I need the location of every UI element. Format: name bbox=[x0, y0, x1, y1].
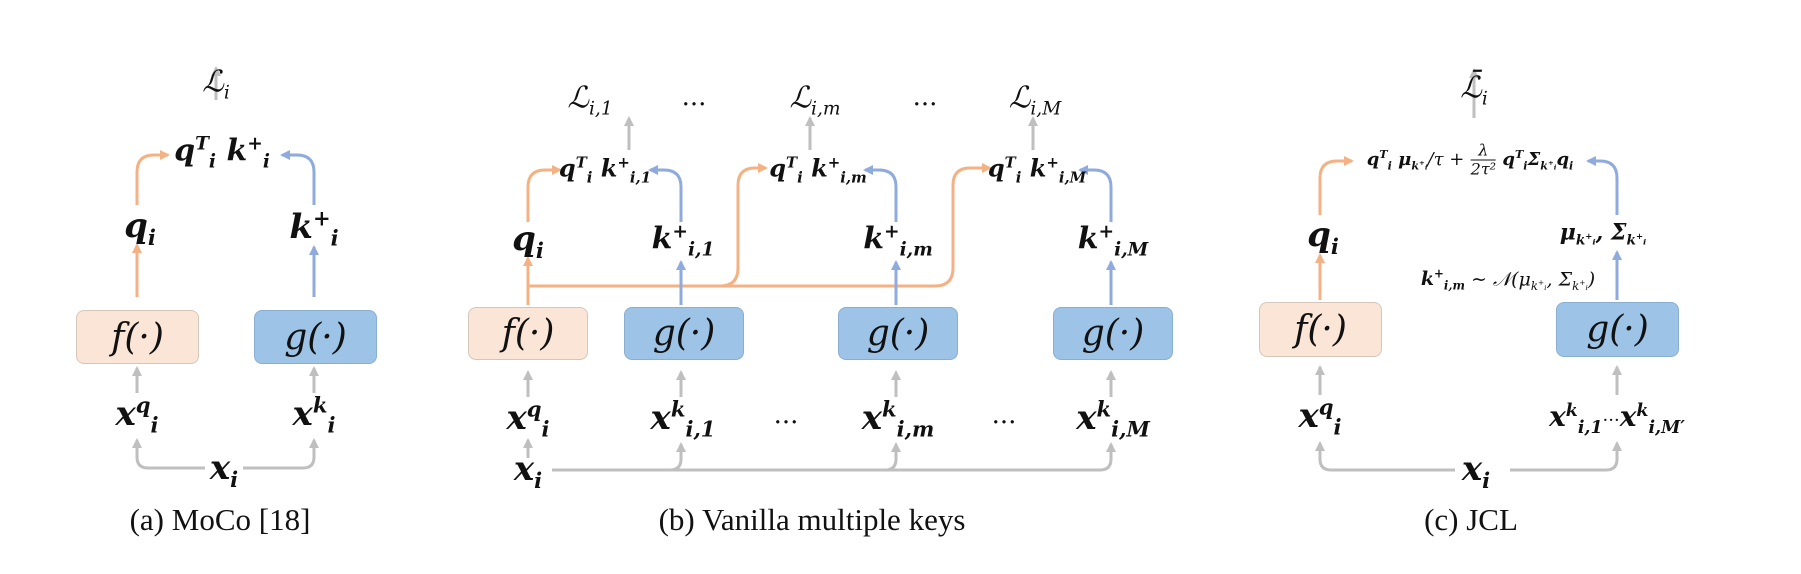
encoder-g-c-label: g(·) bbox=[1586, 309, 1649, 350]
arrow-a-x-to-xk bbox=[243, 438, 319, 470]
xk-b-1: xki,1 bbox=[650, 396, 716, 442]
encoder-g-b-M-label: g(·) bbox=[1081, 313, 1145, 354]
similarity-b-1: qTi k+i,1 bbox=[558, 153, 652, 187]
xk-c: xki,1···xki,M′ bbox=[1549, 400, 1685, 438]
objective-c: qTi μk+ᵢ/τ + λ 2τ² qTiΣk+ᵢqi bbox=[1366, 140, 1574, 179]
x-a: xi bbox=[209, 448, 239, 492]
loss-b-M: ℒi,M bbox=[1008, 80, 1062, 120]
arrow-b-k1-to-prod bbox=[648, 165, 683, 222]
xq-a: xqi bbox=[115, 392, 159, 438]
encoder-g-b-M: g(·) bbox=[1053, 307, 1173, 360]
query-b: qi bbox=[512, 219, 544, 263]
encoder-g-b-m-label: g(·) bbox=[866, 313, 930, 354]
caption-a: (a) MoCo [18] bbox=[129, 502, 311, 537]
arrow-c-x-to-xk bbox=[1510, 441, 1622, 472]
arrow-c-x-to-xq bbox=[1315, 441, 1455, 472]
arrow-b-x-to-xkM bbox=[552, 442, 1116, 472]
loss-b-m: ℒi,m bbox=[789, 80, 841, 120]
key-b-M: k+i,M bbox=[1077, 221, 1149, 261]
similarity-b-M: qTi k+i,M bbox=[987, 153, 1087, 187]
encoder-f-a: f(·) bbox=[76, 310, 199, 364]
dots-b-x-2: ... bbox=[991, 400, 1017, 430]
dots-b-x-1: ... bbox=[773, 400, 799, 430]
arrow-b-q-to-prod-1 bbox=[526, 165, 562, 222]
similarity-a: qTi k+i bbox=[174, 133, 270, 173]
arrow-a-q-to-prod bbox=[135, 150, 170, 205]
xq-b: xqi bbox=[506, 396, 550, 442]
xk-a: xki bbox=[292, 392, 336, 438]
key-b-1: k+i,1 bbox=[651, 221, 715, 261]
arrow-a-k-to-prod bbox=[280, 150, 316, 205]
arrow-b-q-to-prod-M bbox=[720, 163, 992, 288]
key-b-m: k+i,m bbox=[863, 221, 933, 261]
x-c: xi bbox=[1461, 449, 1491, 493]
similarity-b-m: qTi k+i,m bbox=[769, 153, 867, 187]
arrow-c-q-to-obj bbox=[1318, 156, 1354, 215]
xk-b-m: xki,m bbox=[861, 396, 935, 442]
arrow-b-x-to-xk1 bbox=[669, 442, 686, 472]
encoder-g-a-label: g(·) bbox=[284, 316, 347, 358]
loss-b-1: ℒi,1 bbox=[567, 80, 613, 120]
panel-c-arrows bbox=[1315, 68, 1622, 472]
xq-c: xqi bbox=[1298, 394, 1342, 440]
encoder-f-b-label: f(·) bbox=[501, 313, 555, 354]
stats-c: μk+ᵢ, Σk+ᵢ bbox=[1559, 219, 1647, 249]
panel-a-arrows bbox=[132, 66, 319, 470]
xk-b-M: xki,M bbox=[1076, 396, 1150, 442]
key-a: k+i bbox=[289, 205, 339, 251]
encoder-g-c: g(·) bbox=[1556, 302, 1679, 357]
loss-c: ℒ̄i bbox=[1460, 70, 1488, 110]
encoder-f-b: f(·) bbox=[468, 307, 588, 360]
x-b: xi bbox=[513, 449, 543, 493]
caption-c: (c) JCL bbox=[1424, 502, 1518, 537]
arrow-b-kM-to-prod bbox=[1078, 165, 1113, 222]
dots-b-loss-2: ... bbox=[912, 82, 938, 112]
encoder-f-c-label: f(·) bbox=[1294, 309, 1347, 350]
query-c: qi bbox=[1307, 215, 1339, 259]
encoder-g-a: g(·) bbox=[254, 310, 377, 364]
panel-b-arrows bbox=[523, 116, 1116, 472]
encoder-g-b-1-label: g(·) bbox=[652, 313, 716, 354]
arrow-b-km-to-prod bbox=[863, 165, 898, 222]
arrow-c-stats-to-obj bbox=[1586, 156, 1619, 215]
encoder-f-a-label: f(·) bbox=[111, 316, 164, 358]
query-a: qi bbox=[124, 206, 156, 250]
encoder-g-b-m: g(·) bbox=[838, 307, 958, 360]
loss-a: ℒi bbox=[202, 64, 230, 104]
sampling-c: k+i,m ∼ 𝒩(μk+ᵢ, Σk+ᵢ) bbox=[1420, 266, 1596, 294]
encoder-f-c: f(·) bbox=[1259, 302, 1382, 357]
fraction-c: λ 2τ² bbox=[1470, 140, 1497, 179]
caption-b: (b) Vanilla multiple keys bbox=[658, 502, 966, 537]
arrow-b-x-to-xkm bbox=[884, 442, 901, 472]
arrow-a-x-to-xq bbox=[132, 438, 205, 470]
encoder-g-b-1: g(·) bbox=[624, 307, 744, 360]
dots-b-loss-1: ... bbox=[681, 82, 707, 112]
